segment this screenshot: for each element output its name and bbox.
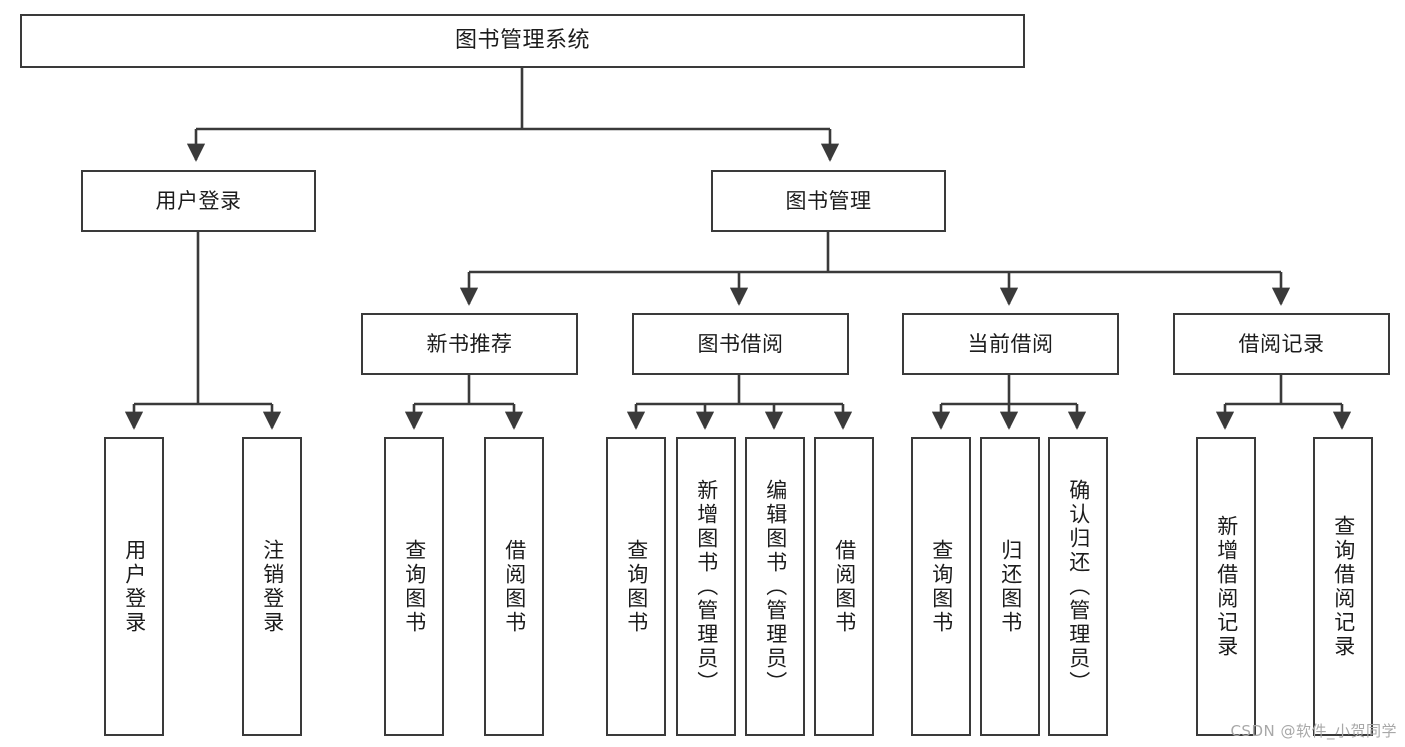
node-user-login[interactable]: 用户登录 [81,170,316,232]
node-label: 图书管理系统 [454,28,590,54]
leaf-user-login-logout[interactable]: 注销登录 [242,437,302,736]
node-book-borrow[interactable]: 图书借阅 [632,313,849,375]
node-label: 借阅图书 [502,538,527,635]
node-label: 查询借阅记录 [1331,514,1356,659]
node-label: 查询图书 [624,538,649,635]
node-label: 确认归还（管理员） [1066,478,1091,695]
leaf-new-book-query[interactable]: 查询图书 [384,437,444,736]
leaf-book-borrow-edit[interactable]: 编辑图书（管理员） [745,437,805,736]
node-label: 注销登录 [260,538,285,635]
node-label: 借阅图书 [832,538,857,635]
node-label: 用户登录 [155,188,242,213]
node-label: 新增图书（管理员） [694,478,719,695]
node-label: 归还图书 [998,538,1023,635]
node-label: 查询图书 [402,538,427,635]
leaf-user-login-login[interactable]: 用户登录 [104,437,164,736]
node-label: 图书管理 [785,188,872,213]
leaf-current-borrow-return[interactable]: 归还图书 [980,437,1040,736]
node-current-borrow[interactable]: 当前借阅 [902,313,1119,375]
leaf-borrow-record-query[interactable]: 查询借阅记录 [1313,437,1373,736]
node-new-book-recommend[interactable]: 新书推荐 [361,313,578,375]
node-label: 当前借阅 [967,331,1054,356]
leaf-current-borrow-confirm-return[interactable]: 确认归还（管理员） [1048,437,1108,736]
leaf-current-borrow-query[interactable]: 查询图书 [911,437,971,736]
watermark: CSDN @软件_小贺同学 [1230,722,1397,740]
node-label: 查询图书 [929,538,954,635]
node-label: 新增借阅记录 [1214,514,1239,659]
node-borrow-record[interactable]: 借阅记录 [1173,313,1390,375]
leaf-book-borrow-add[interactable]: 新增图书（管理员） [676,437,736,736]
node-label: 图书借阅 [697,331,784,356]
leaf-book-borrow-query[interactable]: 查询图书 [606,437,666,736]
node-book-management[interactable]: 图书管理 [711,170,946,232]
node-root-book-management-system[interactable]: 图书管理系统 [20,14,1025,68]
node-label: 新书推荐 [426,331,513,356]
node-label: 借阅记录 [1238,331,1325,356]
node-label: 编辑图书（管理员） [763,478,788,695]
leaf-borrow-record-add[interactable]: 新增借阅记录 [1196,437,1256,736]
leaf-book-borrow-borrow[interactable]: 借阅图书 [814,437,874,736]
leaf-new-book-borrow[interactable]: 借阅图书 [484,437,544,736]
node-label: 用户登录 [122,538,147,635]
